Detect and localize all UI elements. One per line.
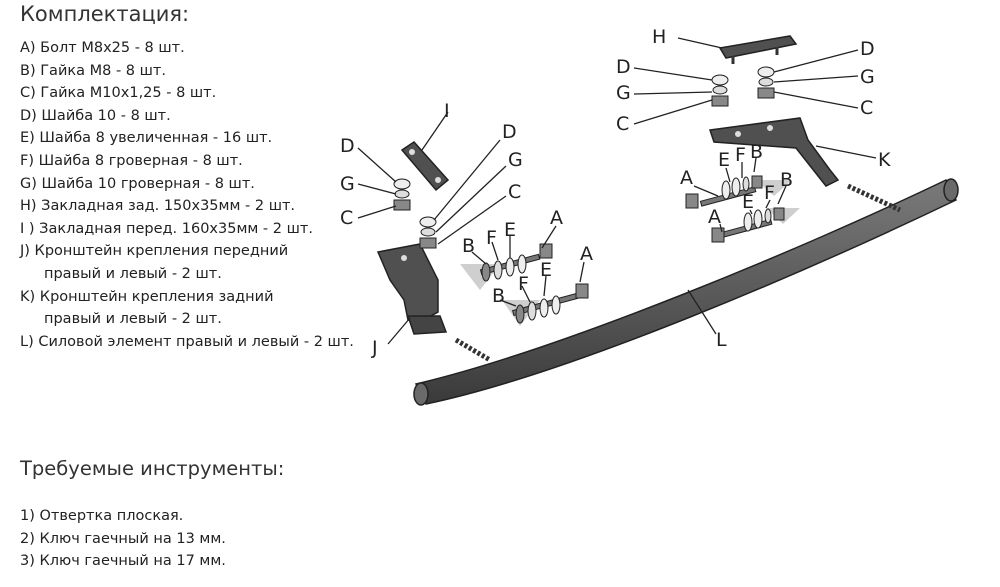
power-element-tube: [413, 178, 959, 406]
parts-list-item: D) Шайба 10 - 8 шт.: [20, 107, 171, 124]
label-C4: C: [508, 181, 521, 203]
label-D2: D: [860, 38, 875, 60]
label-D4: D: [502, 121, 517, 143]
parts-list-item: правый и левый - 2 шт.: [44, 265, 222, 282]
parts-list-item: C) Гайка М10х1,25 - 8 шт.: [20, 85, 217, 102]
bolt-assembly-front-bottom: [502, 283, 589, 326]
tools-title: Требуемые инструменты:: [20, 457, 285, 480]
parts-list-item: L) Силовой элемент правый и левый - 2 шт…: [20, 333, 354, 350]
parts-list-item: E) Шайба 8 увеличенная - 16 шт.: [20, 130, 273, 147]
tools-list-item: 3) Ключ гаечный на 17 мм.: [20, 553, 226, 570]
label-C1: C: [616, 113, 629, 135]
label-F4: F: [518, 273, 529, 295]
label-G1: G: [616, 82, 631, 104]
front-bracket: [376, 243, 492, 363]
callout-labels: H D G C D G C K A E F B A E F B I D G C …: [340, 26, 891, 359]
parts-list-item: B) Гайка М8 - 8 шт.: [20, 62, 166, 79]
parts-list-item: правый и левый - 2 шт.: [44, 311, 222, 328]
label-C3: C: [340, 207, 353, 229]
tools-list-item: 2) Ключ гаечный на 13 мм.: [20, 530, 226, 547]
label-G4: G: [508, 149, 523, 171]
parts-list-item: I ) Закладная перед. 160х35мм - 2 шт.: [20, 220, 313, 237]
parts-list-item: A) Болт М8х25 - 8 шт.: [20, 40, 185, 56]
label-E1: E: [718, 149, 730, 171]
label-F2: F: [764, 182, 775, 204]
rear-bracket: [709, 117, 902, 213]
label-L: L: [716, 329, 727, 351]
label-E4: E: [540, 259, 552, 281]
label-B4: B: [492, 285, 505, 307]
kit-title: Комплектация:: [20, 2, 190, 26]
parts-list-item: K) Кронштейн крепления задний: [20, 288, 274, 305]
parts-list-item: F) Шайба 8 гроверная - 8 шт.: [20, 152, 243, 169]
washer-stack-front-left: [393, 178, 411, 211]
bolt-assemblies: [460, 175, 800, 326]
parts-list: A) Болт М8х25 - 8 шт. B) Гайка М8 - 8 шт.…: [20, 37, 354, 353]
label-D3: D: [340, 135, 355, 157]
label-A1: A: [680, 167, 693, 189]
tools-list-item: 1) Отвертка плоская.: [20, 508, 184, 524]
washer-stacks: [393, 66, 775, 249]
label-I: I: [444, 100, 450, 122]
label-F1: F: [735, 144, 746, 166]
rear-plate: [718, 35, 798, 64]
label-H: H: [652, 26, 666, 48]
label-E2: E: [742, 191, 754, 213]
label-D1: D: [616, 56, 631, 78]
label-E3: E: [504, 219, 516, 241]
bolt-assembly-rear-top: [685, 175, 792, 209]
parts-list-item: G) Шайба 10 гроверная - 8 шт.: [20, 175, 255, 192]
bolt-assembly-rear-bottom: [711, 207, 800, 243]
label-A3: A: [550, 207, 563, 229]
label-B3: B: [462, 235, 475, 257]
label-G2: G: [860, 66, 875, 88]
washer-stack-rear-left: [711, 74, 729, 107]
washer-stack-rear-right: [757, 66, 775, 99]
tools-list: 1) Отвертка плоская. 2) Ключ гаечный на 1…: [20, 505, 226, 573]
label-A4: A: [580, 243, 593, 265]
leader-lines: [357, 37, 877, 345]
parts-list-item: H) Закладная зад. 150х35мм - 2 шт.: [20, 198, 296, 215]
label-F3: F: [486, 227, 497, 249]
label-J: J: [371, 337, 378, 359]
label-B1: B: [750, 141, 763, 163]
washer-stack-front-right: [419, 216, 437, 249]
label-K: K: [878, 149, 891, 171]
parts-list-item: J) Кронштейн крепления передний: [20, 243, 289, 260]
label-C2: C: [860, 97, 873, 119]
label-A2: A: [708, 206, 721, 228]
label-G3: G: [340, 173, 355, 195]
label-B2: B: [780, 169, 793, 191]
front-plate: [400, 141, 450, 192]
